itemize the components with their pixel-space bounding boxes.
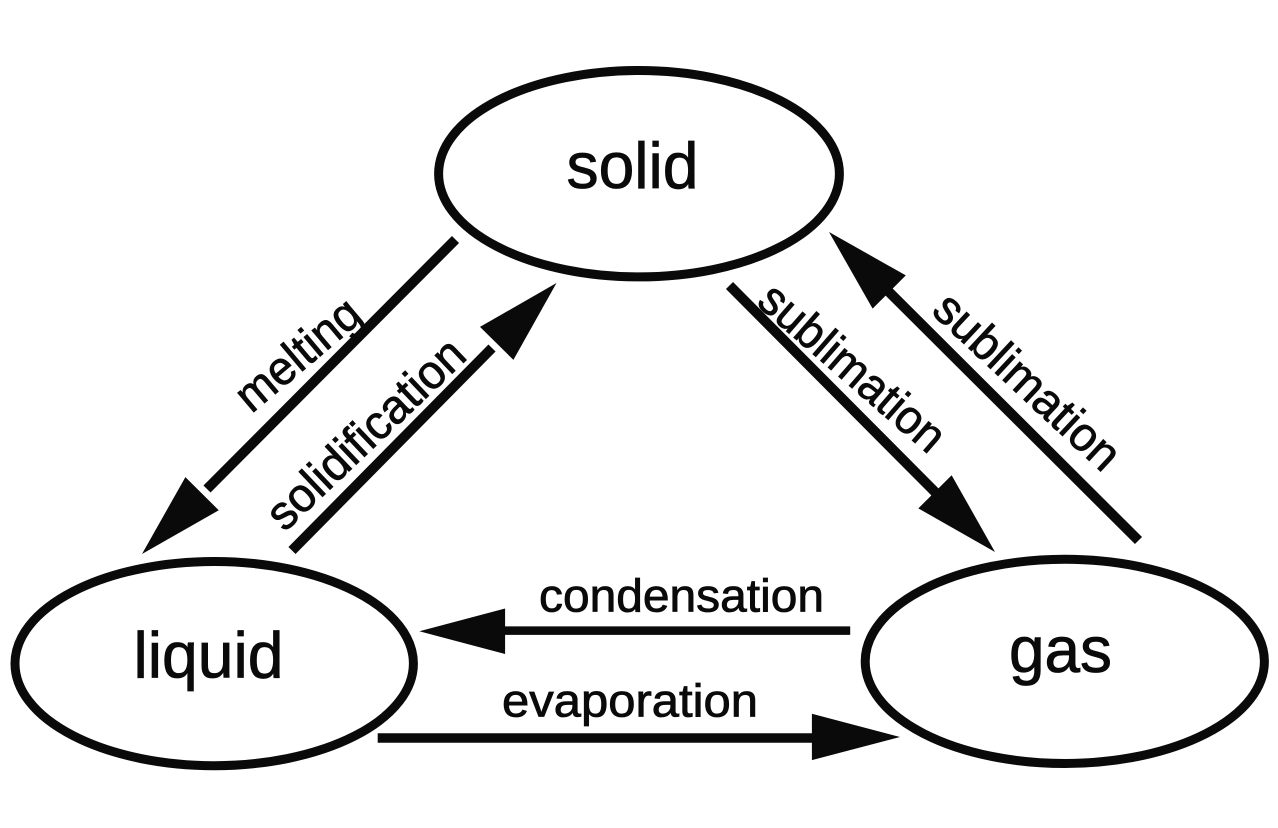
svg-text:solid: solid [567,129,699,202]
svg-text:gas: gas [1009,613,1112,686]
svg-text:liquid: liquid [134,619,284,692]
svg-text:condensation: condensation [539,569,824,621]
svg-text:evaporation: evaporation [502,675,758,727]
